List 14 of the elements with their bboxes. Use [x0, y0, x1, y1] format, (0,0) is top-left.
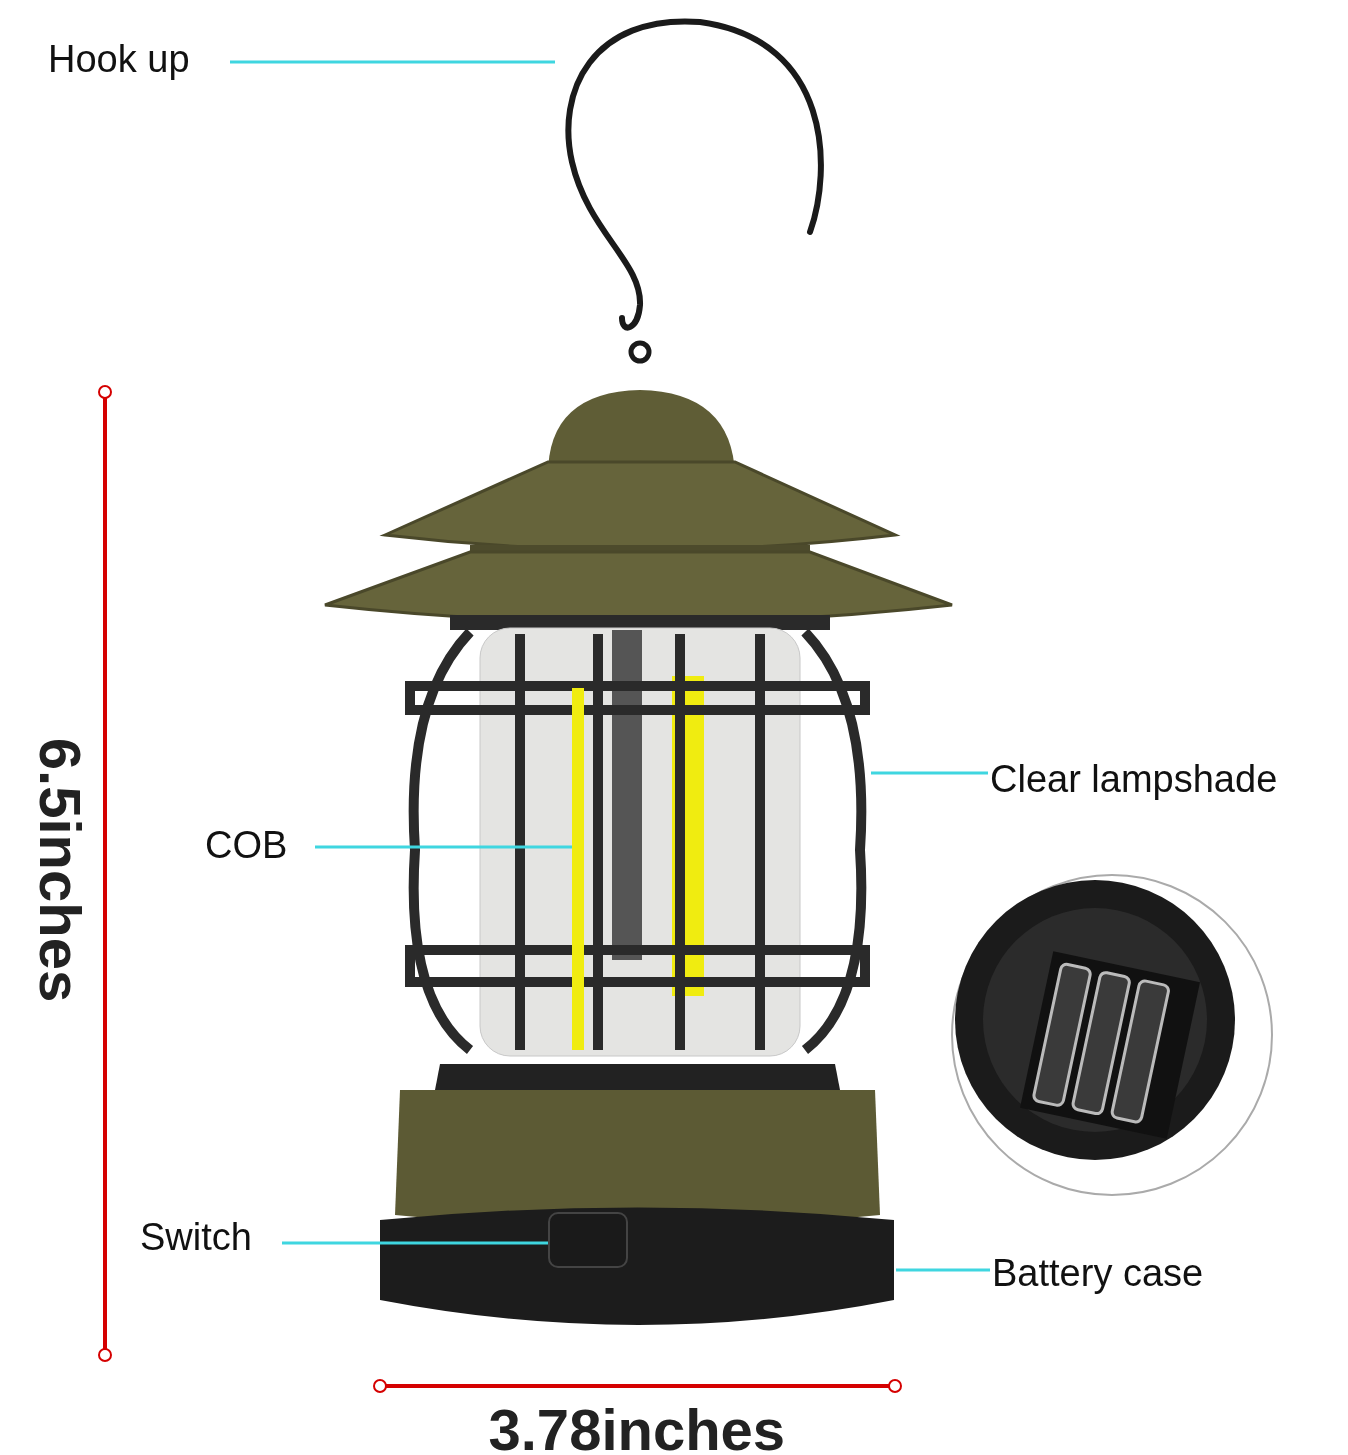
leader-line — [282, 1241, 548, 1245]
dimension-label: 6.5inches — [31, 737, 90, 1003]
callout-label: Battery case — [992, 1252, 1204, 1294]
dimension-label: 3.78inches — [488, 1401, 786, 1455]
callout-label: Hook up — [48, 38, 190, 80]
cob-led-strip — [572, 688, 584, 1050]
leader-line — [230, 60, 555, 64]
switch-button-drawing — [548, 1212, 628, 1268]
leader-line — [871, 771, 988, 775]
callout-label: Switch — [140, 1216, 252, 1258]
leader-line — [896, 1268, 990, 1272]
callout-label: COB — [205, 824, 288, 866]
leader-line — [315, 845, 572, 849]
callout-label: Clear lampshade — [990, 758, 1278, 800]
